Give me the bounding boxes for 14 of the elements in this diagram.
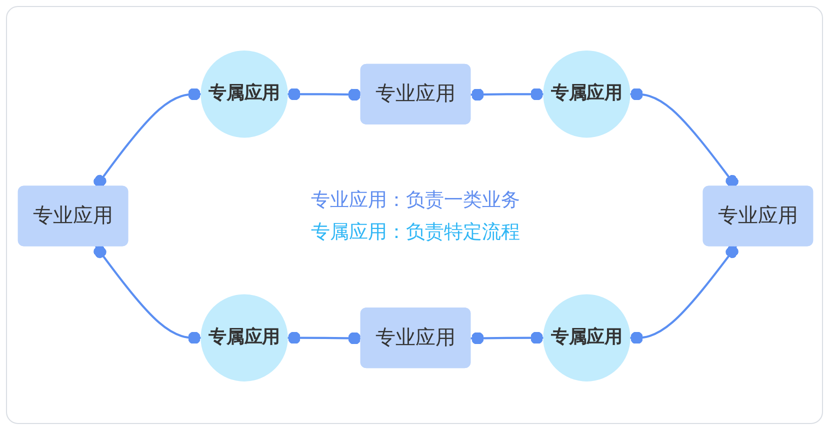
connector [470,88,544,101]
node-circle: 专属应用 [543,294,630,382]
connector [470,332,544,345]
connector [630,245,738,344]
connector [94,88,202,188]
note-text: 专属应用：负责特定流程 [311,220,520,244]
connector [94,245,202,344]
connector [630,88,738,188]
connector [287,88,362,101]
node-circle: 专属应用 [200,50,288,138]
note-text: 专业应用：负责一类业务 [311,188,520,212]
node-circle: 专属应用 [543,50,630,138]
node-circle: 专属应用 [200,294,288,382]
connector [287,332,362,345]
